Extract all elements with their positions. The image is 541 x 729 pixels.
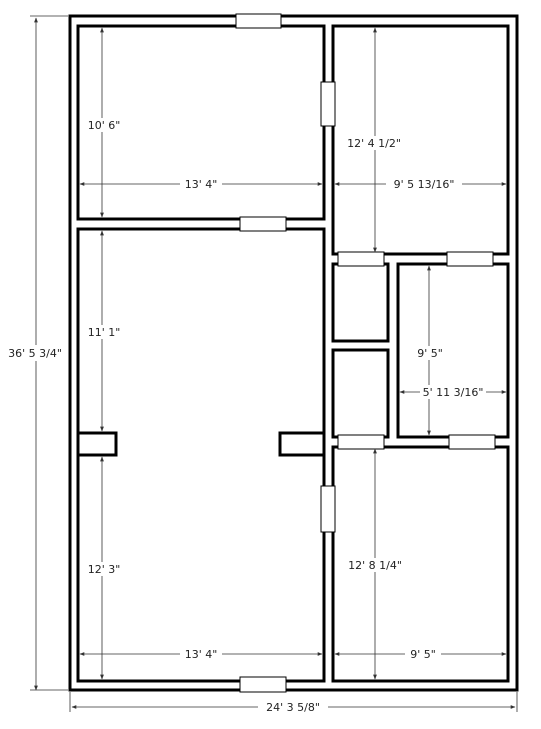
outer-wall xyxy=(68,14,519,692)
wall-stub-right xyxy=(278,431,326,457)
room-bottom-right xyxy=(331,445,510,683)
label-main-left-upper-height: 11' 1" xyxy=(88,326,121,339)
label-bottom-left-width: 13' 4" xyxy=(185,648,218,661)
door-closet-lower xyxy=(337,434,385,450)
room-top-right xyxy=(331,24,510,256)
label-top-right-width: 9' 5 13/16" xyxy=(394,178,455,191)
label-top-left-width: 13' 4" xyxy=(185,178,218,191)
door-closet-upper xyxy=(337,251,385,267)
window-top xyxy=(235,13,282,29)
door-main-left-right xyxy=(320,485,336,533)
window-bottom xyxy=(239,676,287,693)
label-bottom-right-height: 12' 8 1/4" xyxy=(348,559,402,572)
label-overall-height: 36' 5 3/4" xyxy=(8,347,62,360)
label-bottom-right-width: 9' 5" xyxy=(410,648,436,661)
door-mid-right xyxy=(446,251,494,267)
label-bottom-left-height: 12' 3" xyxy=(88,563,121,576)
label-mid-right-width: 5' 11 3/16" xyxy=(423,386,484,399)
door-top-left-right xyxy=(320,81,336,127)
label-mid-right-height: 9' 5" xyxy=(417,347,443,360)
label-top-right-height: 12' 4 1/2" xyxy=(347,137,401,150)
room-closet-lower xyxy=(331,348,390,439)
door-bottom-right-top xyxy=(448,434,496,450)
label-overall-width: 24' 3 5/8" xyxy=(266,701,320,714)
label-top-left-height: 10' 6" xyxy=(88,119,121,132)
wall-stub-left xyxy=(76,431,118,457)
door-top-left-bottom xyxy=(239,216,287,232)
room-closet-upper xyxy=(331,262,390,343)
